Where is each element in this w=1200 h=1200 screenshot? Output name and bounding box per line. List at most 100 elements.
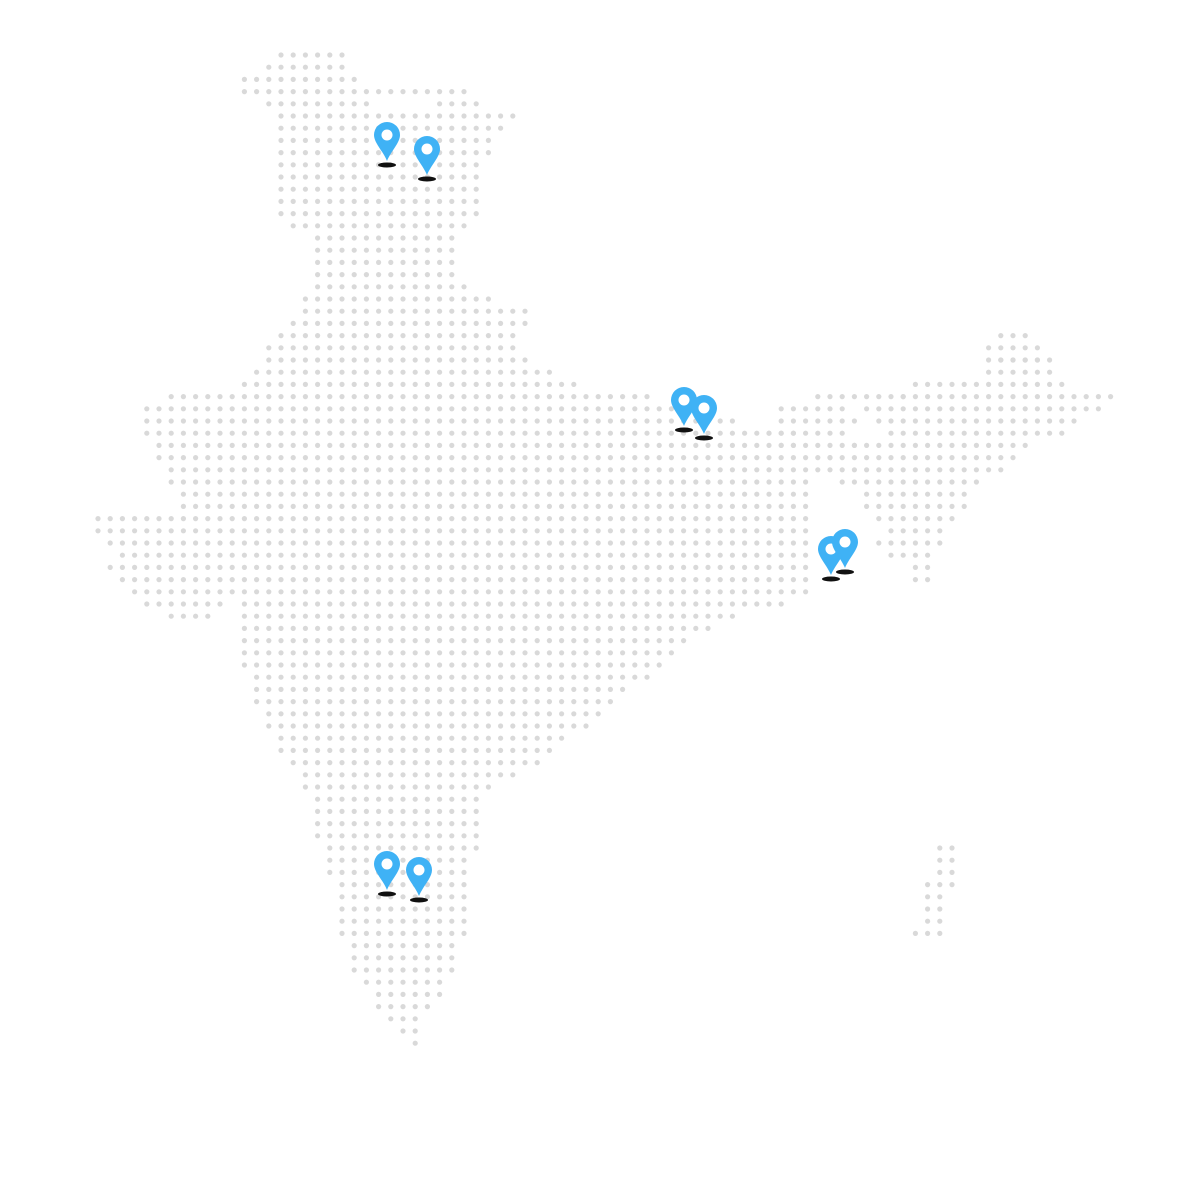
map-dot <box>437 186 443 192</box>
map-dot <box>437 894 443 900</box>
map-pin-icon[interactable] <box>691 395 717 441</box>
map-dot <box>461 735 467 741</box>
map-dot <box>412 650 418 656</box>
map-pin-icon[interactable] <box>832 529 858 575</box>
map-dot <box>302 418 308 424</box>
map-dot <box>876 479 882 485</box>
map-dot <box>449 113 455 119</box>
map-dot <box>620 589 626 595</box>
map-dot <box>363 808 369 815</box>
map-dot <box>522 686 528 693</box>
map-dot <box>620 613 626 619</box>
map-pin-icon[interactable] <box>374 851 400 897</box>
map-dot <box>437 808 443 815</box>
map-pin-icon[interactable] <box>671 387 697 433</box>
map-dot <box>400 455 406 461</box>
map-dot <box>400 857 406 863</box>
map-dot <box>437 345 443 351</box>
map-dot <box>473 162 479 168</box>
map-dot <box>119 516 125 522</box>
map-dot <box>729 491 736 497</box>
map-dot <box>461 394 467 400</box>
map-dot <box>376 674 382 680</box>
map-dot <box>327 808 333 815</box>
map-dot <box>705 442 711 448</box>
map-dot <box>351 296 357 302</box>
map-dot <box>290 455 296 461</box>
map-dot <box>998 357 1004 363</box>
map-pin-icon[interactable] <box>413 135 441 182</box>
map-dot <box>449 162 455 168</box>
map-dot <box>522 540 528 546</box>
map-pin-icon[interactable] <box>406 857 432 903</box>
map-dot <box>302 784 308 790</box>
map-dot <box>254 528 260 534</box>
map-dot <box>339 223 345 229</box>
map-dot <box>595 503 601 509</box>
map-dot <box>278 430 284 436</box>
map-dot <box>461 760 467 766</box>
map-dot <box>217 406 223 412</box>
map-pin-icon[interactable] <box>374 122 400 168</box>
map-dot <box>522 625 528 632</box>
map-dot <box>595 552 601 558</box>
map-dot <box>180 406 186 412</box>
map-dot <box>315 808 321 815</box>
map-dot <box>339 467 345 473</box>
map-dot <box>376 613 382 619</box>
map-dot <box>315 174 321 180</box>
map-dot <box>583 540 589 546</box>
map-dot <box>583 552 589 558</box>
map-dot <box>705 601 711 607</box>
map-dot <box>461 528 467 534</box>
map-dot <box>412 747 418 754</box>
map-dot <box>95 528 101 534</box>
map-dot <box>607 491 614 497</box>
map-dot <box>363 686 369 693</box>
map-dot <box>315 796 321 802</box>
map-dot <box>693 564 699 571</box>
map-dot <box>449 821 455 827</box>
map-dot <box>315 162 321 168</box>
map-dot <box>888 455 894 461</box>
map-dot <box>644 577 650 583</box>
map-dot <box>315 638 321 644</box>
map-dot <box>998 369 1004 375</box>
map-dot <box>473 686 479 693</box>
map-dot <box>241 662 247 668</box>
map-dot <box>644 540 650 546</box>
map-dot <box>559 381 565 387</box>
map-dot <box>900 442 906 448</box>
map-dot <box>400 650 406 656</box>
map-dot <box>376 540 382 546</box>
map-dot <box>973 406 980 412</box>
map-dot <box>205 503 211 509</box>
map-dot <box>156 528 162 534</box>
map-dot <box>217 516 223 522</box>
map-dot <box>546 467 553 473</box>
map-dot <box>473 760 479 766</box>
map-dot <box>485 516 491 522</box>
map-dot <box>864 394 870 400</box>
map-dot <box>363 442 369 448</box>
map-dot <box>388 601 394 607</box>
map-dot <box>339 662 345 668</box>
map-dot <box>583 430 589 436</box>
map-dot <box>839 394 845 400</box>
map-dot <box>400 833 406 839</box>
map-dot <box>449 772 455 778</box>
map-dot <box>412 613 418 619</box>
map-dot <box>949 845 955 851</box>
map-dot <box>644 467 650 473</box>
map-dot <box>180 442 186 448</box>
map-dot <box>217 577 223 583</box>
map-dot <box>180 503 186 509</box>
map-dot <box>376 516 382 522</box>
map-dot <box>424 125 430 131</box>
map-dot <box>717 528 723 534</box>
map-dot <box>620 394 626 400</box>
map-dot <box>327 857 333 863</box>
map-dot <box>949 882 955 888</box>
map-dot <box>315 406 321 412</box>
map-dot <box>376 186 382 192</box>
